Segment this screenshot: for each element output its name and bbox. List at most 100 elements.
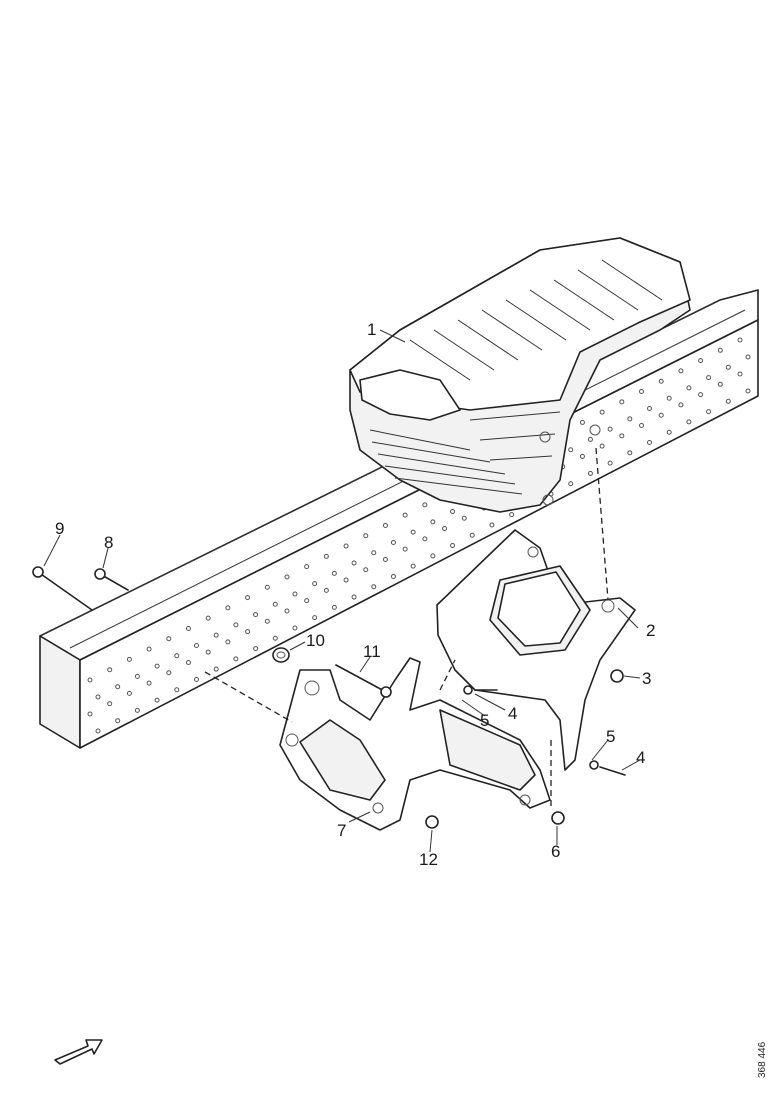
rail-hole xyxy=(658,412,664,418)
rail-hole xyxy=(174,653,180,659)
rail-hole xyxy=(686,419,692,425)
fastener-4a-bolt xyxy=(463,685,498,695)
rail-hole xyxy=(331,570,337,576)
callout-4a: 4 xyxy=(508,704,518,723)
rail-hole xyxy=(647,440,653,446)
callout-4b: 4 xyxy=(636,748,646,767)
rail-hole xyxy=(725,364,731,370)
rail-hole xyxy=(351,560,357,566)
rail-hole xyxy=(658,378,664,384)
callout-3: 3 xyxy=(642,669,652,688)
rail-hole xyxy=(725,398,731,404)
rail-hole xyxy=(115,718,121,724)
rail-hole xyxy=(678,368,684,374)
rail-hole xyxy=(489,522,495,528)
rail-hole xyxy=(174,687,180,693)
fastener-6-nut xyxy=(551,811,565,825)
rail-hole xyxy=(233,656,239,662)
rail-hole xyxy=(410,563,416,569)
rail-hole xyxy=(272,635,278,641)
bracket-2 xyxy=(436,529,636,771)
rail-hole xyxy=(568,481,574,487)
rail-hole xyxy=(166,670,172,676)
rail-hole xyxy=(639,389,645,395)
rail-hole xyxy=(115,684,121,690)
rail-hole xyxy=(382,556,388,562)
fastener-4b-bolt xyxy=(589,760,626,776)
fastener-12-nut xyxy=(425,815,439,829)
leader-lines xyxy=(43,329,641,853)
rail-hole xyxy=(686,385,692,391)
rail-hole xyxy=(706,409,712,415)
callout-8: 8 xyxy=(104,533,114,552)
rail-hole xyxy=(579,453,585,459)
rail-hole xyxy=(312,615,318,621)
rail-hole xyxy=(678,402,684,408)
rail-hole xyxy=(371,584,377,590)
callout-9: 9 xyxy=(55,519,65,538)
rail-hole xyxy=(193,642,199,648)
rail-hole xyxy=(146,680,152,686)
rail-hole xyxy=(430,553,436,559)
rail-hole xyxy=(442,526,448,532)
component-1-fins xyxy=(409,259,663,381)
rail-hole xyxy=(363,567,369,573)
rail-hole xyxy=(698,358,704,364)
rail-hole xyxy=(343,543,349,549)
rail-hole xyxy=(737,337,743,343)
fin-line xyxy=(601,259,663,301)
fin-line xyxy=(457,319,519,361)
rail-hole xyxy=(371,550,377,556)
rail-hole xyxy=(599,443,605,449)
rail-hole xyxy=(390,573,396,579)
rail-hole xyxy=(627,416,633,422)
rail-hole xyxy=(253,612,259,618)
rail-hole xyxy=(666,395,672,401)
fastener-10-bushing xyxy=(272,647,290,663)
reference-code: 368 446 xyxy=(757,1041,768,1078)
rail-hole xyxy=(619,399,625,405)
rail-hole xyxy=(422,536,428,542)
arrow-icon xyxy=(54,1039,103,1065)
rail-hole xyxy=(213,632,219,638)
rail-hole xyxy=(461,515,467,521)
fastener-9-bolt xyxy=(32,566,93,611)
rail-hole xyxy=(351,594,357,600)
rail-hole xyxy=(134,707,140,713)
callout-5b: 5 xyxy=(606,727,616,746)
rail-hole xyxy=(304,564,310,570)
rail-hole xyxy=(717,381,723,387)
rail-hole xyxy=(666,429,672,435)
rail-hole xyxy=(205,615,211,621)
callout-11: 11 xyxy=(363,642,381,661)
rail-hole xyxy=(154,663,160,669)
rail-hole xyxy=(737,371,743,377)
rail-hole xyxy=(185,659,191,665)
rail-hole xyxy=(134,673,140,679)
rail-hole xyxy=(225,605,231,611)
rail-hole xyxy=(107,701,113,707)
rail-hole xyxy=(126,656,132,662)
callout-7: 7 xyxy=(337,821,347,840)
rail-hole xyxy=(185,625,191,631)
rail-hole xyxy=(402,512,408,518)
rail-hole xyxy=(607,460,613,466)
fin-line xyxy=(529,289,591,331)
rail-hole xyxy=(410,529,416,535)
rail-hole xyxy=(382,522,388,528)
rail-hole xyxy=(717,347,723,353)
rail-hole xyxy=(253,646,259,652)
rail-hole xyxy=(87,711,93,717)
rail-hole xyxy=(647,406,653,412)
rail-hole xyxy=(619,433,625,439)
rail-hole xyxy=(272,601,278,607)
rail-hole xyxy=(292,625,298,631)
rail-hole xyxy=(205,649,211,655)
callout-12: 12 xyxy=(419,850,438,869)
rail-hole xyxy=(166,636,172,642)
rail-hole xyxy=(245,629,251,635)
rail-hole xyxy=(450,509,456,515)
rail-hole xyxy=(264,584,270,590)
rail-hole xyxy=(390,539,396,545)
